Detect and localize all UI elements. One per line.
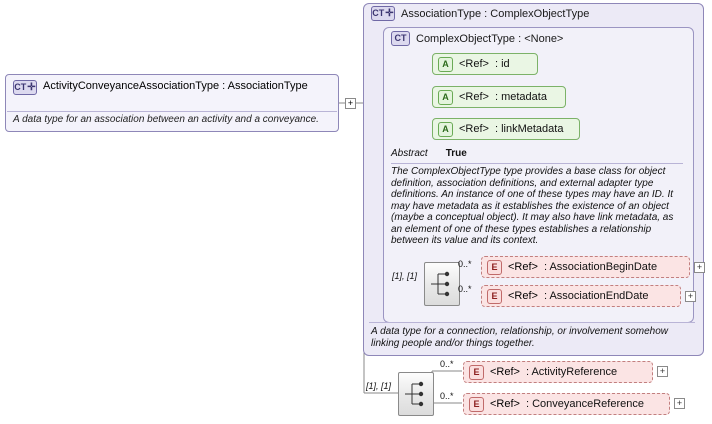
element-expander-icon[interactable]: + — [674, 398, 685, 409]
root-expander-icon[interactable]: + — [345, 98, 356, 109]
element-expander-icon[interactable]: + — [657, 366, 668, 377]
root-type-box[interactable]: CT✛ ActivityConveyanceAssociationType : … — [5, 74, 339, 132]
attribute-icon: A — [438, 89, 453, 105]
root-type-header: CT✛ ActivityConveyanceAssociationType : … — [13, 80, 332, 95]
element-icon: E — [487, 288, 502, 304]
element-ref-label: <Ref> — [490, 366, 520, 378]
abstract-divider — [391, 163, 683, 164]
root-documentation: A data type for an association between a… — [13, 114, 319, 125]
sequence-glyph — [405, 381, 424, 407]
complex-object-type-title-text: ComplexObjectType : <None> — [416, 32, 564, 45]
complex-type-icon: CT✛ — [13, 80, 37, 95]
attribute-row-id[interactable]: A <Ref> : id — [432, 53, 538, 75]
root-type-name: ActivityConveyanceAssociationType : Asso… — [43, 80, 308, 92]
complex-object-type-documentation: The ComplexObjectType type provides a ba… — [391, 166, 674, 246]
root-type-separator: : — [219, 80, 228, 92]
inner-element-cardinality-1: 0..* — [458, 284, 472, 294]
association-type-title-text: AssociationType : ComplexObjectType — [401, 7, 590, 20]
association-documentation: A data type for a connection, relationsh… — [371, 326, 669, 349]
element-name: : ConveyanceReference — [525, 398, 644, 410]
element-ref-label: <Ref> — [508, 290, 538, 302]
attribute-name: : metadata — [494, 91, 547, 103]
complex-object-type-title: CT ComplexObjectType : <None> — [391, 31, 563, 46]
attribute-row-linkmetadata[interactable]: A <Ref> : linkMetadata — [432, 118, 580, 140]
abstract-value: True — [445, 148, 467, 159]
complex-object-type-details: Abstract True The ComplexObjectType type… — [391, 148, 686, 250]
element-ref-label: <Ref> — [490, 398, 520, 410]
element-icon: E — [469, 364, 484, 380]
root-divider — [7, 111, 337, 112]
complex-type-icon: CT✛ — [371, 6, 395, 21]
outer-element-cardinality-1: 0..* — [440, 391, 454, 401]
element-row-conveyancereference[interactable]: E <Ref> : ConveyanceReference — [463, 393, 670, 415]
attribute-icon: A — [438, 121, 453, 137]
element-name: : AssociationBeginDate — [543, 261, 658, 273]
outer-element-cardinality-0: 0..* — [440, 359, 454, 369]
element-expander-icon[interactable]: + — [694, 262, 705, 273]
abstract-label: Abstract — [391, 148, 428, 159]
element-row-associationbegindate[interactable]: E <Ref> : AssociationBeginDate — [481, 256, 690, 278]
inner-element-cardinality-0: 0..* — [458, 259, 472, 269]
element-ref-label: <Ref> — [508, 261, 538, 273]
inner-sequence-occurrence: [1], [1] — [392, 271, 418, 281]
attribute-row-metadata[interactable]: A <Ref> : metadata — [432, 86, 566, 108]
complex-type-icon: CT — [391, 31, 410, 46]
element-row-activityreference[interactable]: E <Ref> : ActivityReference — [463, 361, 653, 383]
element-icon: E — [487, 259, 502, 275]
sequence-group-icon-inner[interactable] — [424, 262, 460, 306]
element-expander-icon[interactable]: + — [685, 291, 696, 302]
root-type-basetype: AssociationType — [227, 80, 308, 92]
association-type-title: CT✛ AssociationType : ComplexObjectType — [371, 6, 589, 21]
sequence-glyph — [431, 271, 450, 297]
attribute-ref-label: <Ref> — [459, 58, 489, 70]
attribute-name: : id — [494, 58, 510, 70]
element-icon: E — [469, 396, 484, 412]
attribute-ref-label: <Ref> — [459, 123, 489, 135]
association-documentation-divider — [369, 322, 695, 323]
attribute-icon: A — [438, 56, 453, 72]
attribute-name: : linkMetadata — [494, 123, 564, 135]
element-name: : AssociationEndDate — [543, 290, 649, 302]
element-row-associationenddate[interactable]: E <Ref> : AssociationEndDate — [481, 285, 681, 307]
sequence-group-icon-outer[interactable] — [398, 372, 434, 416]
abstract-row: Abstract True — [391, 148, 467, 159]
element-name: : ActivityReference — [525, 366, 618, 378]
root-type-name-text: ActivityConveyanceAssociationType — [43, 80, 220, 92]
outer-sequence-occurrence: [1], [1] — [366, 381, 392, 391]
attribute-ref-label: <Ref> — [459, 91, 489, 103]
